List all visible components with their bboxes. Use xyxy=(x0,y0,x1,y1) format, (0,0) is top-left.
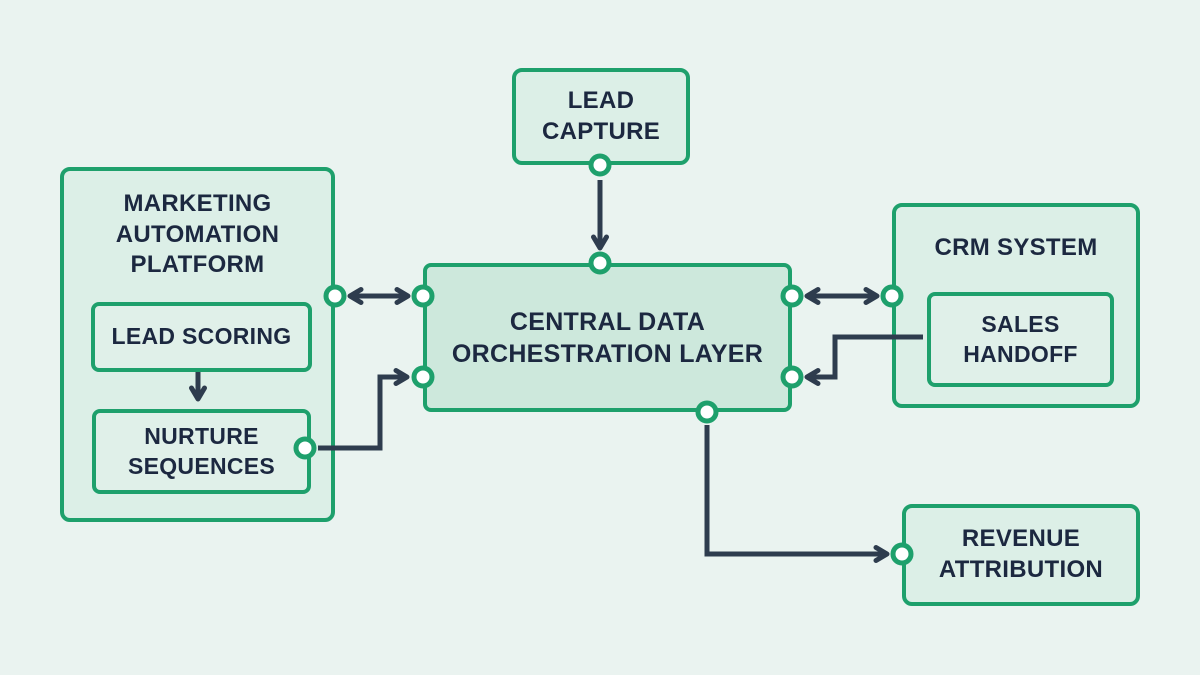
node-nurture-sequences: NURTURE SEQUENCES xyxy=(92,409,311,494)
node-lead-capture: LEAD CAPTURE xyxy=(512,68,690,165)
node-crm-system-label: CRM SYSTEM xyxy=(934,234,1098,261)
node-revenue-attribution-label: REVENUE ATTRIBUTION xyxy=(938,525,1104,583)
node-marketing-automation-platform: MARKETING AUTOMATION PLATFORM LEAD SCORI… xyxy=(60,167,335,522)
node-marketing-automation-platform-label: MARKETING AUTOMATION PLATFORM xyxy=(115,190,280,279)
edge-central-to-revenue-attribution xyxy=(704,425,890,563)
node-central-data-orchestration-layer-label: CENTRAL DATA ORCHESTRATION LAYER xyxy=(451,307,764,368)
node-sales-handoff-label: SALES HANDOFF xyxy=(963,311,1078,367)
node-revenue-attribution: REVENUE ATTRIBUTION xyxy=(902,504,1140,606)
node-lead-scoring-label: LEAD SCORING xyxy=(111,323,292,350)
node-lead-capture-label: LEAD CAPTURE xyxy=(541,86,661,145)
node-lead-scoring: LEAD SCORING xyxy=(91,302,312,372)
node-nurture-sequences-label: NURTURE SEQUENCES xyxy=(127,423,276,479)
node-central-data-orchestration-layer: CENTRAL DATA ORCHESTRATION LAYER xyxy=(423,263,792,412)
node-sales-handoff: SALES HANDOFF xyxy=(927,292,1114,387)
node-crm-system: CRM SYSTEM SALES HANDOFF xyxy=(892,203,1140,408)
